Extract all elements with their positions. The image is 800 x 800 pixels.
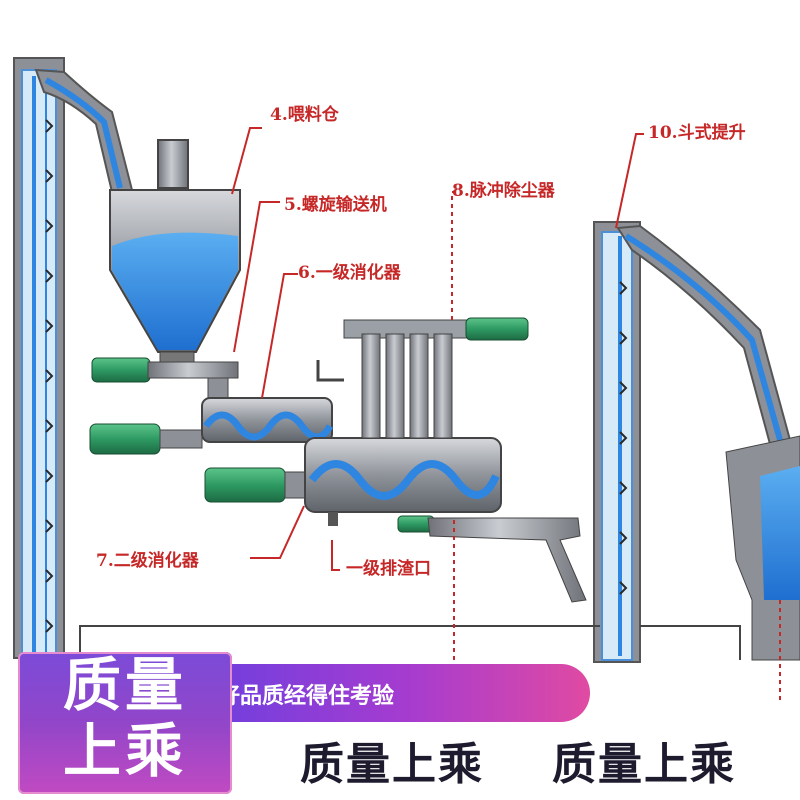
screw-conveyor <box>91 357 239 403</box>
feed-silo <box>109 139 241 365</box>
stage1-digester <box>89 397 334 455</box>
left-bucket-elevator <box>13 57 65 659</box>
label-stage1-digester: 6.一级消化器 <box>298 262 402 283</box>
label-feed-silo: 4.喂料仓 <box>270 104 340 125</box>
finished-product-silo <box>725 435 800 700</box>
discharge-trough <box>397 515 587 603</box>
label-pulse-dust-collector: 8.脉冲除尘器 <box>452 180 556 201</box>
label-slag-outlet: 一级排渣口 <box>346 558 431 579</box>
label-bucket-elevator: 10.斗式提升 <box>648 122 746 143</box>
stage2-digester <box>204 437 502 526</box>
leader-lines <box>231 127 644 660</box>
pulse-dust-collector <box>316 317 529 439</box>
label-stage2-digester: 7.二级消化器 <box>96 550 200 571</box>
label-screw-conveyor: 5.螺旋输送机 <box>284 194 387 215</box>
